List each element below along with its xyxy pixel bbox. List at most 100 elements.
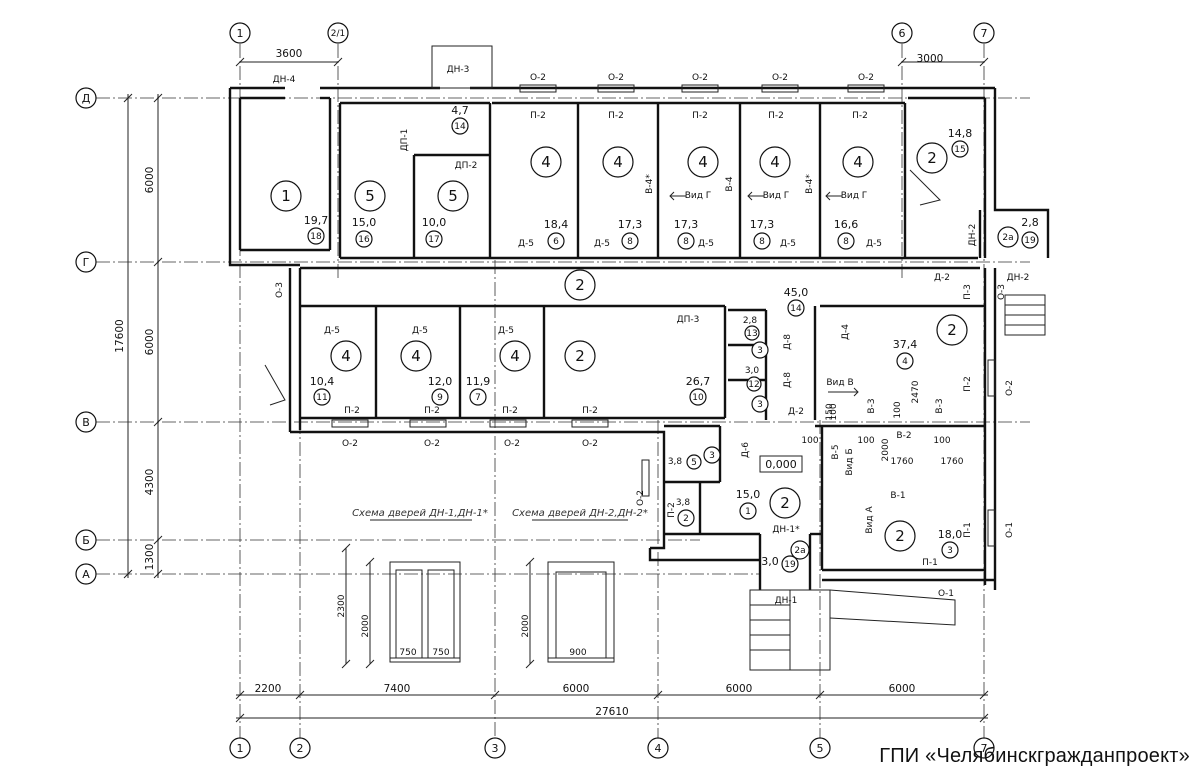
svg-text:8: 8 bbox=[683, 237, 689, 247]
svg-text:100: 100 bbox=[857, 436, 874, 446]
svg-text:5: 5 bbox=[817, 742, 824, 755]
svg-text:В-4*: В-4* bbox=[645, 174, 655, 194]
svg-text:3: 3 bbox=[757, 400, 763, 410]
svg-text:О-2: О-2 bbox=[1005, 380, 1015, 396]
dim-top-3000: 3000 bbox=[917, 53, 944, 65]
room-8d: 4 16,6 8 bbox=[834, 146, 874, 250]
svg-text:Д-5: Д-5 bbox=[594, 239, 610, 249]
svg-text:12: 12 bbox=[748, 380, 759, 390]
svg-text:12,0: 12,0 bbox=[428, 375, 453, 388]
axis-bubble-bottom-2: 2 bbox=[289, 737, 311, 759]
axis-bubble-top-7: 7 bbox=[973, 22, 995, 44]
svg-text:10,4: 10,4 bbox=[310, 375, 335, 388]
svg-text:ДН-2: ДН-2 bbox=[1007, 273, 1030, 283]
svg-text:Д-5: Д-5 bbox=[324, 326, 340, 336]
windows bbox=[331, 84, 996, 547]
dimension-lines: 3600 3000 2200 7400 6000 6000 6000 27610… bbox=[114, 48, 989, 723]
dim-bottom-7400: 7400 bbox=[384, 683, 411, 695]
svg-text:15: 15 bbox=[954, 145, 965, 155]
svg-text:4: 4 bbox=[510, 347, 520, 365]
axis-bubble-top-1: 1 bbox=[229, 22, 251, 44]
svg-text:19,7: 19,7 bbox=[304, 214, 329, 227]
svg-text:О-2: О-2 bbox=[772, 73, 788, 83]
svg-text:1: 1 bbox=[237, 27, 244, 40]
svg-text:2,8: 2,8 bbox=[1021, 216, 1039, 229]
svg-text:О-2: О-2 bbox=[858, 73, 874, 83]
door-scheme-right: Схема дверей ДН-2,ДН-2* 2000 900 bbox=[512, 508, 648, 669]
svg-text:В-4: В-4 bbox=[725, 176, 735, 191]
svg-text:3,0: 3,0 bbox=[761, 555, 779, 568]
svg-text:10,0: 10,0 bbox=[422, 216, 447, 229]
svg-text:О-2: О-2 bbox=[692, 73, 708, 83]
svg-text:О-3: О-3 bbox=[275, 282, 285, 298]
svg-text:100: 100 bbox=[801, 436, 818, 446]
svg-text:100: 100 bbox=[893, 401, 903, 418]
svg-text:2: 2 bbox=[895, 527, 905, 545]
svg-text:8: 8 bbox=[759, 237, 765, 247]
svg-text:2000: 2000 bbox=[361, 614, 371, 637]
level-mark: 0,000 bbox=[759, 455, 803, 473]
svg-text:2a: 2a bbox=[1002, 233, 1013, 243]
svg-text:Д-5: Д-5 bbox=[780, 239, 796, 249]
room-19-entry: 2a 3,0 19 bbox=[761, 540, 810, 573]
svg-text:2,8: 2,8 bbox=[743, 316, 758, 326]
svg-text:О-3: О-3 bbox=[997, 284, 1007, 300]
svg-text:2: 2 bbox=[947, 321, 957, 339]
dim-bottom-6000c: 6000 bbox=[889, 683, 916, 695]
svg-text:Вид Б: Вид Б bbox=[845, 448, 855, 475]
svg-text:10: 10 bbox=[692, 393, 704, 403]
svg-text:1760: 1760 bbox=[941, 457, 964, 467]
svg-text:750: 750 bbox=[399, 648, 416, 658]
svg-text:Г: Г bbox=[83, 256, 90, 269]
building-walls bbox=[228, 86, 1050, 590]
svg-text:ДН-1: ДН-1 bbox=[775, 596, 798, 606]
svg-text:7: 7 bbox=[981, 742, 988, 755]
svg-text:7: 7 bbox=[475, 393, 481, 403]
svg-text:Д-8: Д-8 bbox=[783, 372, 793, 388]
svg-text:О-2: О-2 bbox=[530, 73, 546, 83]
svg-text:В-3: В-3 bbox=[867, 398, 877, 413]
axis-bubble-top-6: 6 bbox=[891, 22, 913, 44]
svg-text:2470: 2470 bbox=[911, 380, 921, 403]
svg-text:4: 4 bbox=[770, 153, 780, 171]
svg-text:15,0: 15,0 bbox=[352, 216, 377, 229]
dim-left-6000a: 6000 bbox=[144, 167, 156, 194]
svg-text:900: 900 bbox=[569, 648, 586, 658]
svg-text:О-1: О-1 bbox=[1005, 522, 1015, 538]
room-16: 5 15,0 16 bbox=[352, 180, 386, 248]
room-6: 4 18,4 6 bbox=[530, 146, 569, 250]
svg-text:ДП-3: ДП-3 bbox=[677, 315, 700, 325]
svg-text:Д: Д bbox=[82, 92, 91, 105]
svg-text:Д-2: Д-2 bbox=[934, 273, 950, 283]
svg-text:5: 5 bbox=[365, 187, 375, 205]
svg-text:17,3: 17,3 bbox=[750, 218, 775, 231]
room-labels: 1 19,7 18 5 15,0 16 5 10,0 17 4,7 14 4 1… bbox=[270, 104, 1039, 573]
room-14-corridor: 2 45,0 14 bbox=[564, 269, 808, 317]
grid-axes bbox=[96, 44, 1030, 740]
svg-text:6: 6 bbox=[553, 237, 559, 247]
svg-text:4,7: 4,7 bbox=[451, 104, 469, 117]
room-3: 2 18,0 3 bbox=[884, 520, 963, 559]
svg-text:8: 8 bbox=[843, 237, 849, 247]
svg-text:8: 8 bbox=[627, 237, 633, 247]
svg-text:Д-5: Д-5 bbox=[698, 239, 714, 249]
svg-text:0,000: 0,000 bbox=[765, 458, 797, 471]
svg-text:П-2: П-2 bbox=[344, 406, 360, 416]
svg-text:1760: 1760 bbox=[891, 457, 914, 467]
axis-bubble-left-V: В bbox=[75, 411, 97, 433]
svg-text:2: 2 bbox=[297, 742, 304, 755]
svg-text:3: 3 bbox=[757, 346, 763, 356]
svg-text:П-2: П-2 bbox=[582, 406, 598, 416]
room-9: 4 12,0 9 bbox=[400, 340, 453, 406]
svg-text:2: 2 bbox=[927, 149, 937, 167]
svg-text:5: 5 bbox=[448, 187, 458, 205]
svg-text:4: 4 bbox=[411, 347, 421, 365]
dim-top-3600: 3600 bbox=[276, 48, 303, 60]
svg-text:О-2: О-2 bbox=[504, 439, 520, 449]
svg-text:18,0: 18,0 bbox=[938, 528, 963, 541]
svg-text:18,4: 18,4 bbox=[544, 218, 569, 231]
svg-text:4: 4 bbox=[655, 742, 662, 755]
axis-bubble-left-A: А bbox=[75, 563, 97, 585]
room-13: 2,8 13 3 bbox=[743, 316, 769, 359]
svg-text:Д-5: Д-5 bbox=[412, 326, 428, 336]
